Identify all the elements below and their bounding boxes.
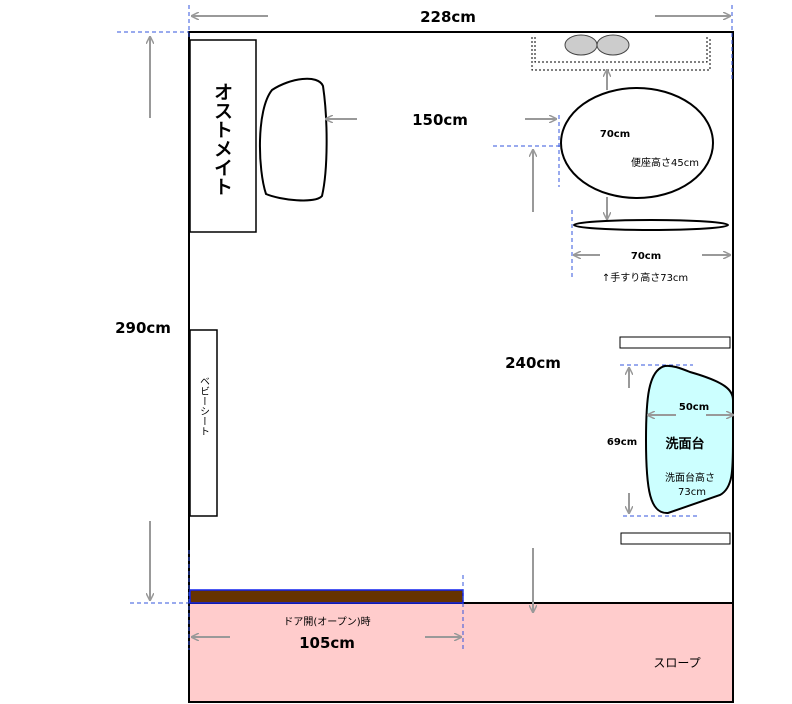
toilet-width-label: 70cm bbox=[600, 129, 630, 140]
sink-label: 洗面台 bbox=[665, 436, 704, 452]
toilet-seat-height-label: 便座高さ45cm bbox=[631, 156, 699, 169]
sink[interactable] bbox=[644, 364, 734, 515]
center-depth-label: 240cm bbox=[505, 354, 561, 372]
toilet-button[interactable] bbox=[596, 34, 630, 56]
toilet-tank bbox=[531, 37, 711, 71]
room-walls bbox=[188, 31, 734, 604]
sink-height-label: 洗面台高さ bbox=[665, 471, 715, 484]
width-total-label: 228cm bbox=[420, 8, 476, 26]
sink-width-label: 69cm bbox=[607, 437, 637, 448]
door[interactable] bbox=[189, 589, 464, 604]
toilet-button[interactable] bbox=[564, 34, 598, 56]
height-total-label: 290cm bbox=[115, 319, 171, 337]
sink-depth-label: 50cm bbox=[679, 402, 709, 413]
slope-area bbox=[188, 602, 734, 703]
ostomate-label: オストメイト bbox=[211, 82, 233, 196]
handrail-width-label: 70cm bbox=[631, 251, 661, 262]
toilet-seat[interactable] bbox=[560, 87, 714, 199]
ostomate-to-toilet-label: 150cm bbox=[412, 111, 468, 129]
door-label: ドア開(オープン)時 bbox=[283, 616, 370, 628]
door-width-label: 105cm bbox=[299, 634, 355, 652]
ostomate[interactable] bbox=[189, 39, 257, 233]
shelf bbox=[619, 336, 731, 349]
ostomate-basin bbox=[258, 77, 328, 202]
shelf bbox=[620, 532, 731, 545]
handrail bbox=[573, 219, 729, 231]
sink-height-value: 73cm bbox=[678, 487, 706, 498]
slope-label: スロープ bbox=[653, 656, 700, 670]
baby-seat-label: ベビーシート bbox=[198, 376, 210, 436]
baby-seat[interactable] bbox=[189, 329, 218, 517]
handrail-height-label: ↑手すり高さ73cm bbox=[602, 271, 688, 284]
